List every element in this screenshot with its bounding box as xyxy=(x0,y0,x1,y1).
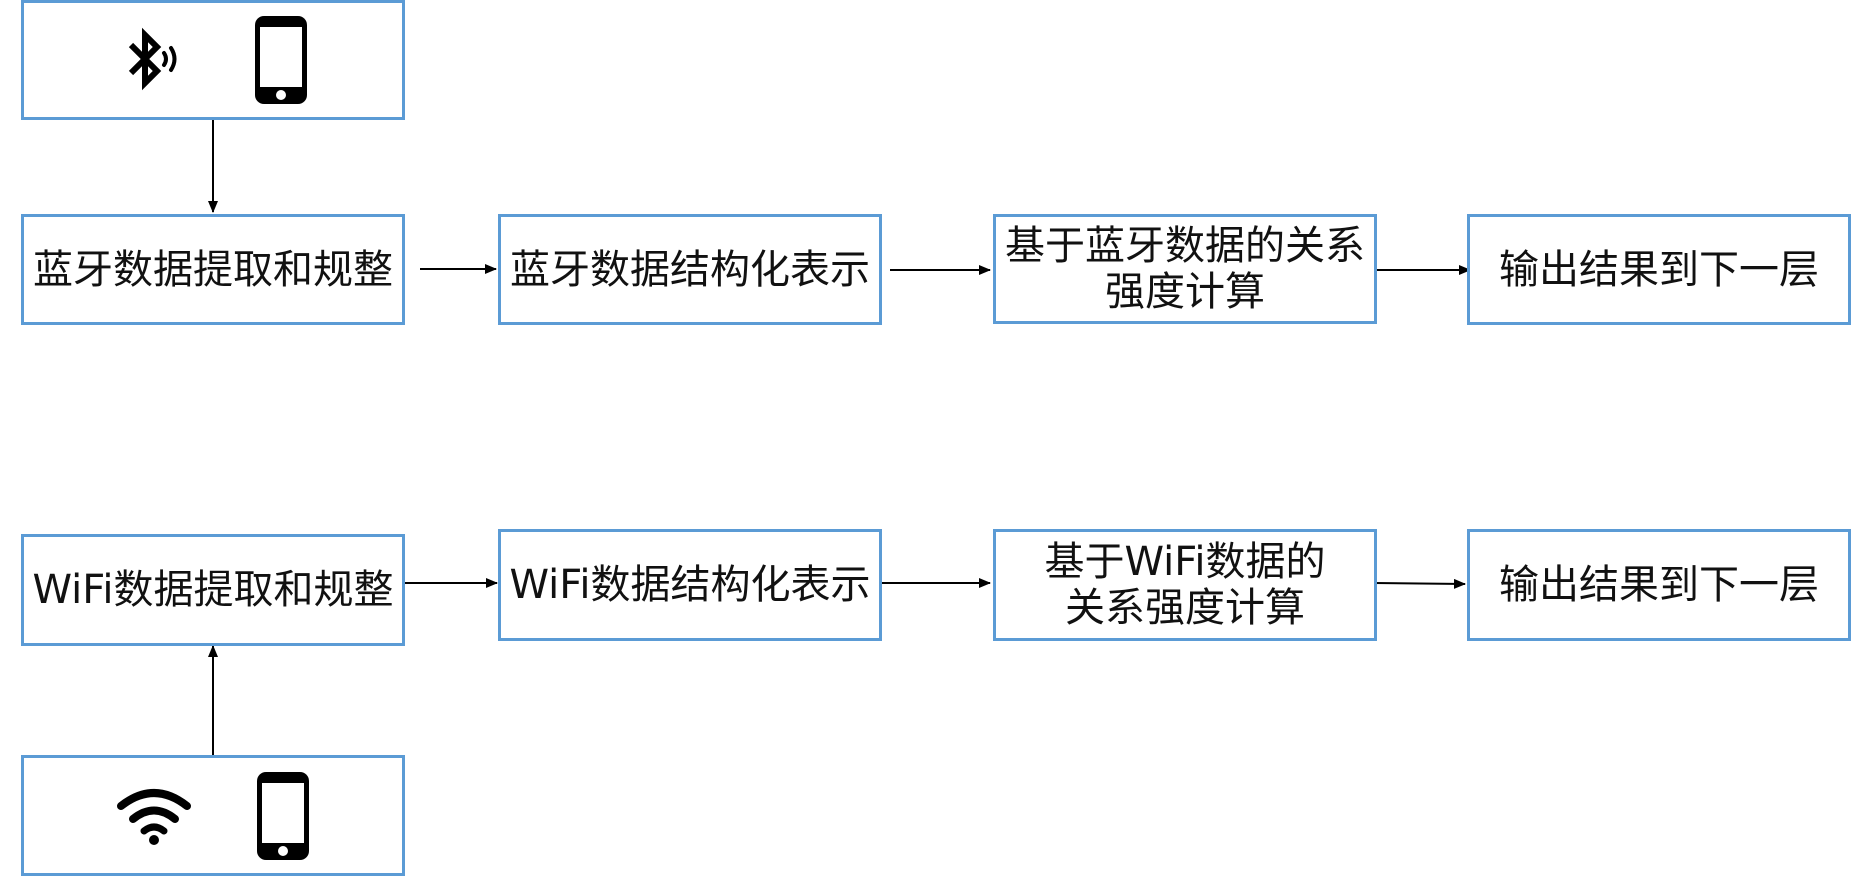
wifi-output-label: 输出结果到下一层 xyxy=(1499,562,1819,608)
bt-output-label: 输出结果到下一层 xyxy=(1499,246,1819,293)
wifi-extract-label: WiFi数据提取和规整 xyxy=(32,567,394,613)
bt-calc-box: 基于蓝牙数据的关系 强度计算 xyxy=(993,214,1377,324)
smartphone-icon xyxy=(255,16,307,104)
bt-output-box: 输出结果到下一层 xyxy=(1467,214,1851,325)
wifi-calc-label: 基于WiFi数据的 关系强度计算 xyxy=(1044,539,1326,631)
wifi-output-box: 输出结果到下一层 xyxy=(1467,529,1851,641)
bt-extract-label: 蓝牙数据提取和规整 xyxy=(33,246,393,293)
bluetooth-source-box xyxy=(21,0,405,120)
smartphone-icon xyxy=(257,771,309,860)
wifi-source-box xyxy=(21,755,405,876)
wifi-struct-box: WiFi数据结构化表示 xyxy=(498,529,882,641)
bluetooth-icon xyxy=(128,27,177,91)
bt-extract-box: 蓝牙数据提取和规整 xyxy=(21,214,405,325)
bt-struct-box: 蓝牙数据结构化表示 xyxy=(498,214,882,325)
wifi-icon xyxy=(117,788,191,845)
wifi-extract-box: WiFi数据提取和规整 xyxy=(21,534,405,646)
bt-struct-label: 蓝牙数据结构化表示 xyxy=(510,246,870,293)
wifi-struct-label: WiFi数据结构化表示 xyxy=(509,562,871,608)
wifi-calc-box: 基于WiFi数据的 关系强度计算 xyxy=(993,529,1377,641)
arrow-wifi-calc-to-output xyxy=(1373,578,1466,589)
bt-calc-label: 基于蓝牙数据的关系 强度计算 xyxy=(1005,223,1365,315)
